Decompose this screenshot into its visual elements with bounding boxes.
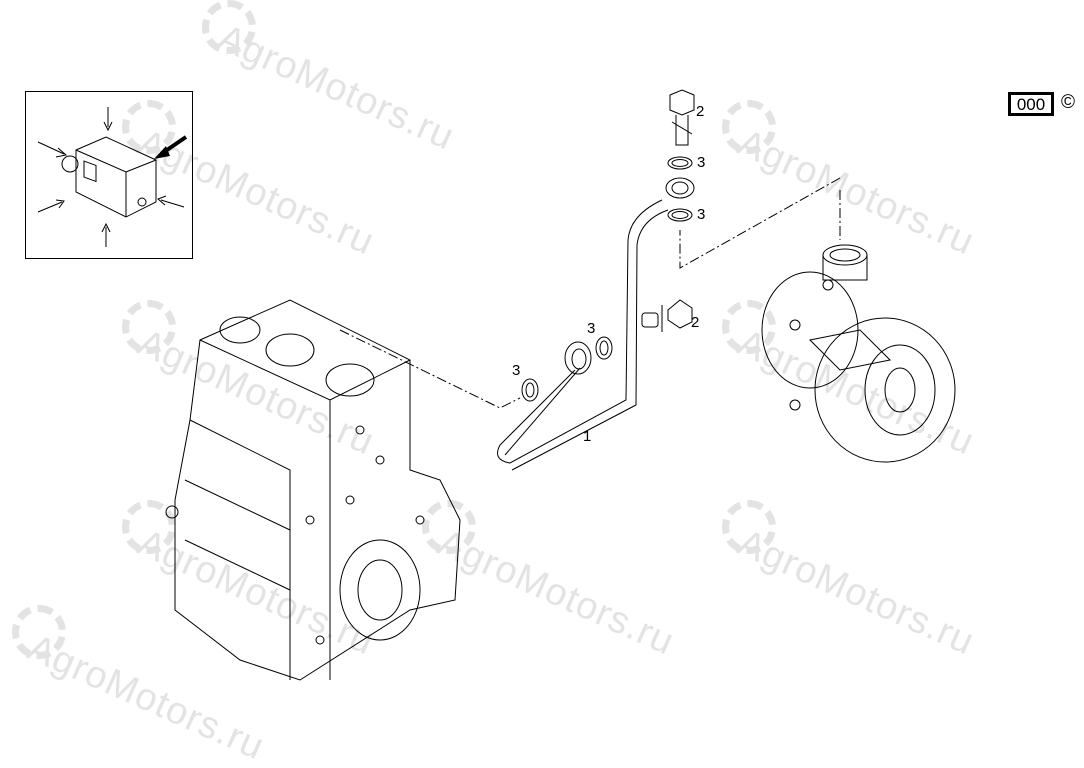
callout-2-union: 2 [691, 314, 700, 331]
banjo-bolt [669, 89, 695, 146]
diagram-code-badge: 000 [1008, 92, 1054, 116]
watermark-gear-icon [422, 500, 476, 554]
watermark-gear-icon [722, 300, 776, 354]
callout-2-bolt: 2 [696, 103, 705, 120]
engine-block-icon [37, 107, 188, 247]
oil-pipe [497, 177, 695, 471]
callout-3-washer: 3 [697, 154, 706, 171]
watermark-gear-icon [122, 100, 176, 154]
watermark-gear-icon [122, 500, 176, 554]
callout-3-washer: 3 [697, 206, 706, 223]
callout-1-pipe: 1 [583, 428, 592, 445]
engine-block [165, 299, 461, 681]
watermark-gear-icon [722, 100, 776, 154]
callout-3-washer: 3 [587, 320, 596, 337]
watermark-gear-icon [722, 500, 776, 554]
copyright-symbol: © [1061, 92, 1075, 113]
watermark-gear-icon [12, 605, 66, 659]
engine-orientation-inset [25, 91, 193, 259]
turbocharger [761, 244, 956, 463]
union-bolt [641, 299, 693, 332]
callout-3-washer: 3 [512, 362, 521, 379]
watermark-gear-icon [122, 300, 176, 354]
watermark-gear-icon [202, 0, 256, 54]
